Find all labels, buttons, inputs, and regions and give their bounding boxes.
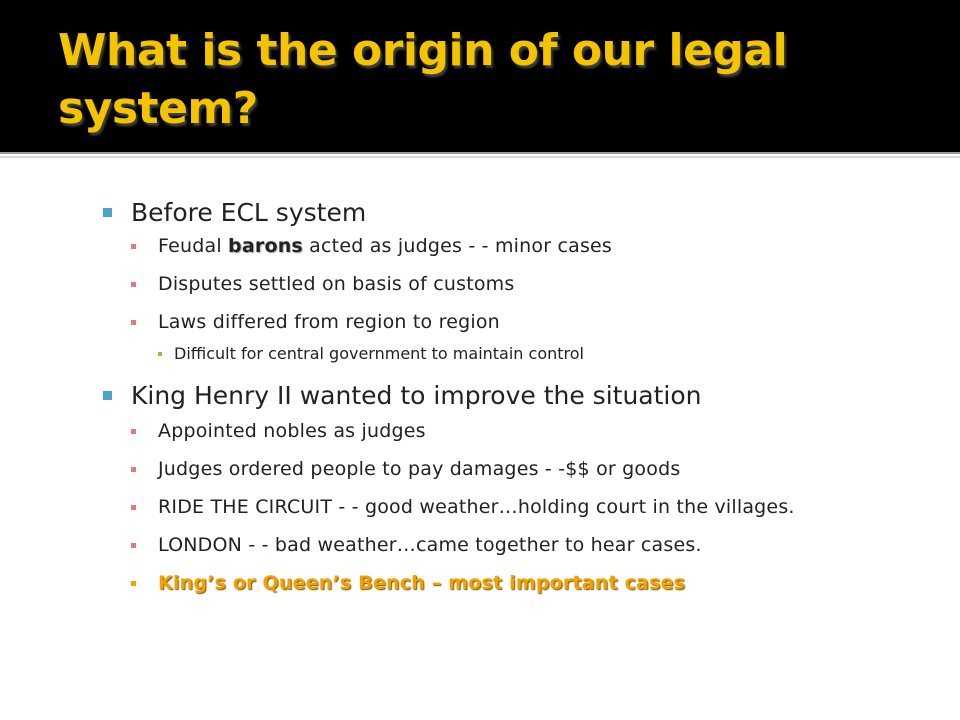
- square-bullet-icon: [158, 352, 162, 356]
- square-bullet-icon: [131, 244, 136, 249]
- sub-bullet-customs: Disputes settled on basis of customs: [131, 272, 923, 297]
- sub-bullet-text: King’s or Queen’s Bench – most important…: [158, 572, 686, 594]
- sub-bullet-text: Laws differed from region to region: [158, 311, 500, 333]
- sub-bullet-text-post: acted as judges - - minor cases: [302, 235, 613, 257]
- square-bullet-icon: [131, 282, 136, 287]
- bullet-king-henry: King Henry II wanted to improve the situ…: [103, 379, 923, 413]
- title-divider: [0, 152, 960, 154]
- square-bullet-icon: [131, 543, 136, 548]
- bullet-before-ecl: Before ECL system: [103, 196, 923, 230]
- square-bullet-icon: [131, 320, 136, 325]
- bullet-text: King Henry II wanted to improve the situ…: [131, 381, 702, 410]
- square-bullet-icon: [131, 581, 136, 586]
- sub-bullet-bench: King’s or Queen’s Bench – most important…: [131, 571, 923, 596]
- bullet-text: Before ECL system: [131, 198, 367, 227]
- title-divider-light: [0, 156, 960, 158]
- sub-bullet-laws: Laws differed from region to region: [131, 310, 923, 335]
- square-bullet-icon: [131, 429, 136, 434]
- title-bar: [0, 0, 960, 152]
- sub-bullet-circuit: RIDE THE CIRCUIT - - good weather…holdin…: [131, 495, 923, 520]
- square-bullet-icon: [131, 505, 136, 510]
- slide-title: What is the origin of our legal system?: [58, 25, 788, 134]
- sub-sub-bullet-control: Difficult for central government to main…: [158, 343, 923, 365]
- sub-bullet-london: LONDON - - bad weather…came together to …: [131, 533, 923, 558]
- sub-bullet-nobles: Appointed nobles as judges: [131, 419, 923, 444]
- sub-bullet-damages: Judges ordered people to pay damages - -…: [131, 457, 923, 482]
- sub-bullet-text: Judges ordered people to pay damages - -…: [158, 458, 681, 480]
- slide-content: Before ECL system Feudal barons acted as…: [103, 196, 923, 609]
- square-bullet-icon: [103, 208, 112, 217]
- sub-bullet-text-pre: Feudal: [158, 235, 229, 257]
- sub-bullet-text-bold: barons: [228, 235, 303, 257]
- square-bullet-icon: [103, 391, 112, 400]
- sub-bullet-barons: Feudal barons acted as judges - - minor …: [131, 234, 923, 259]
- square-bullet-icon: [131, 467, 136, 472]
- sub-bullet-text: RIDE THE CIRCUIT - - good weather…holdin…: [158, 496, 795, 518]
- sub-bullet-text: Disputes settled on basis of customs: [158, 273, 515, 295]
- sub-bullet-text: Appointed nobles as judges: [158, 420, 426, 442]
- sub-bullet-text: LONDON - - bad weather…came together to …: [158, 534, 702, 556]
- sub-sub-bullet-text: Difficult for central government to main…: [174, 344, 584, 363]
